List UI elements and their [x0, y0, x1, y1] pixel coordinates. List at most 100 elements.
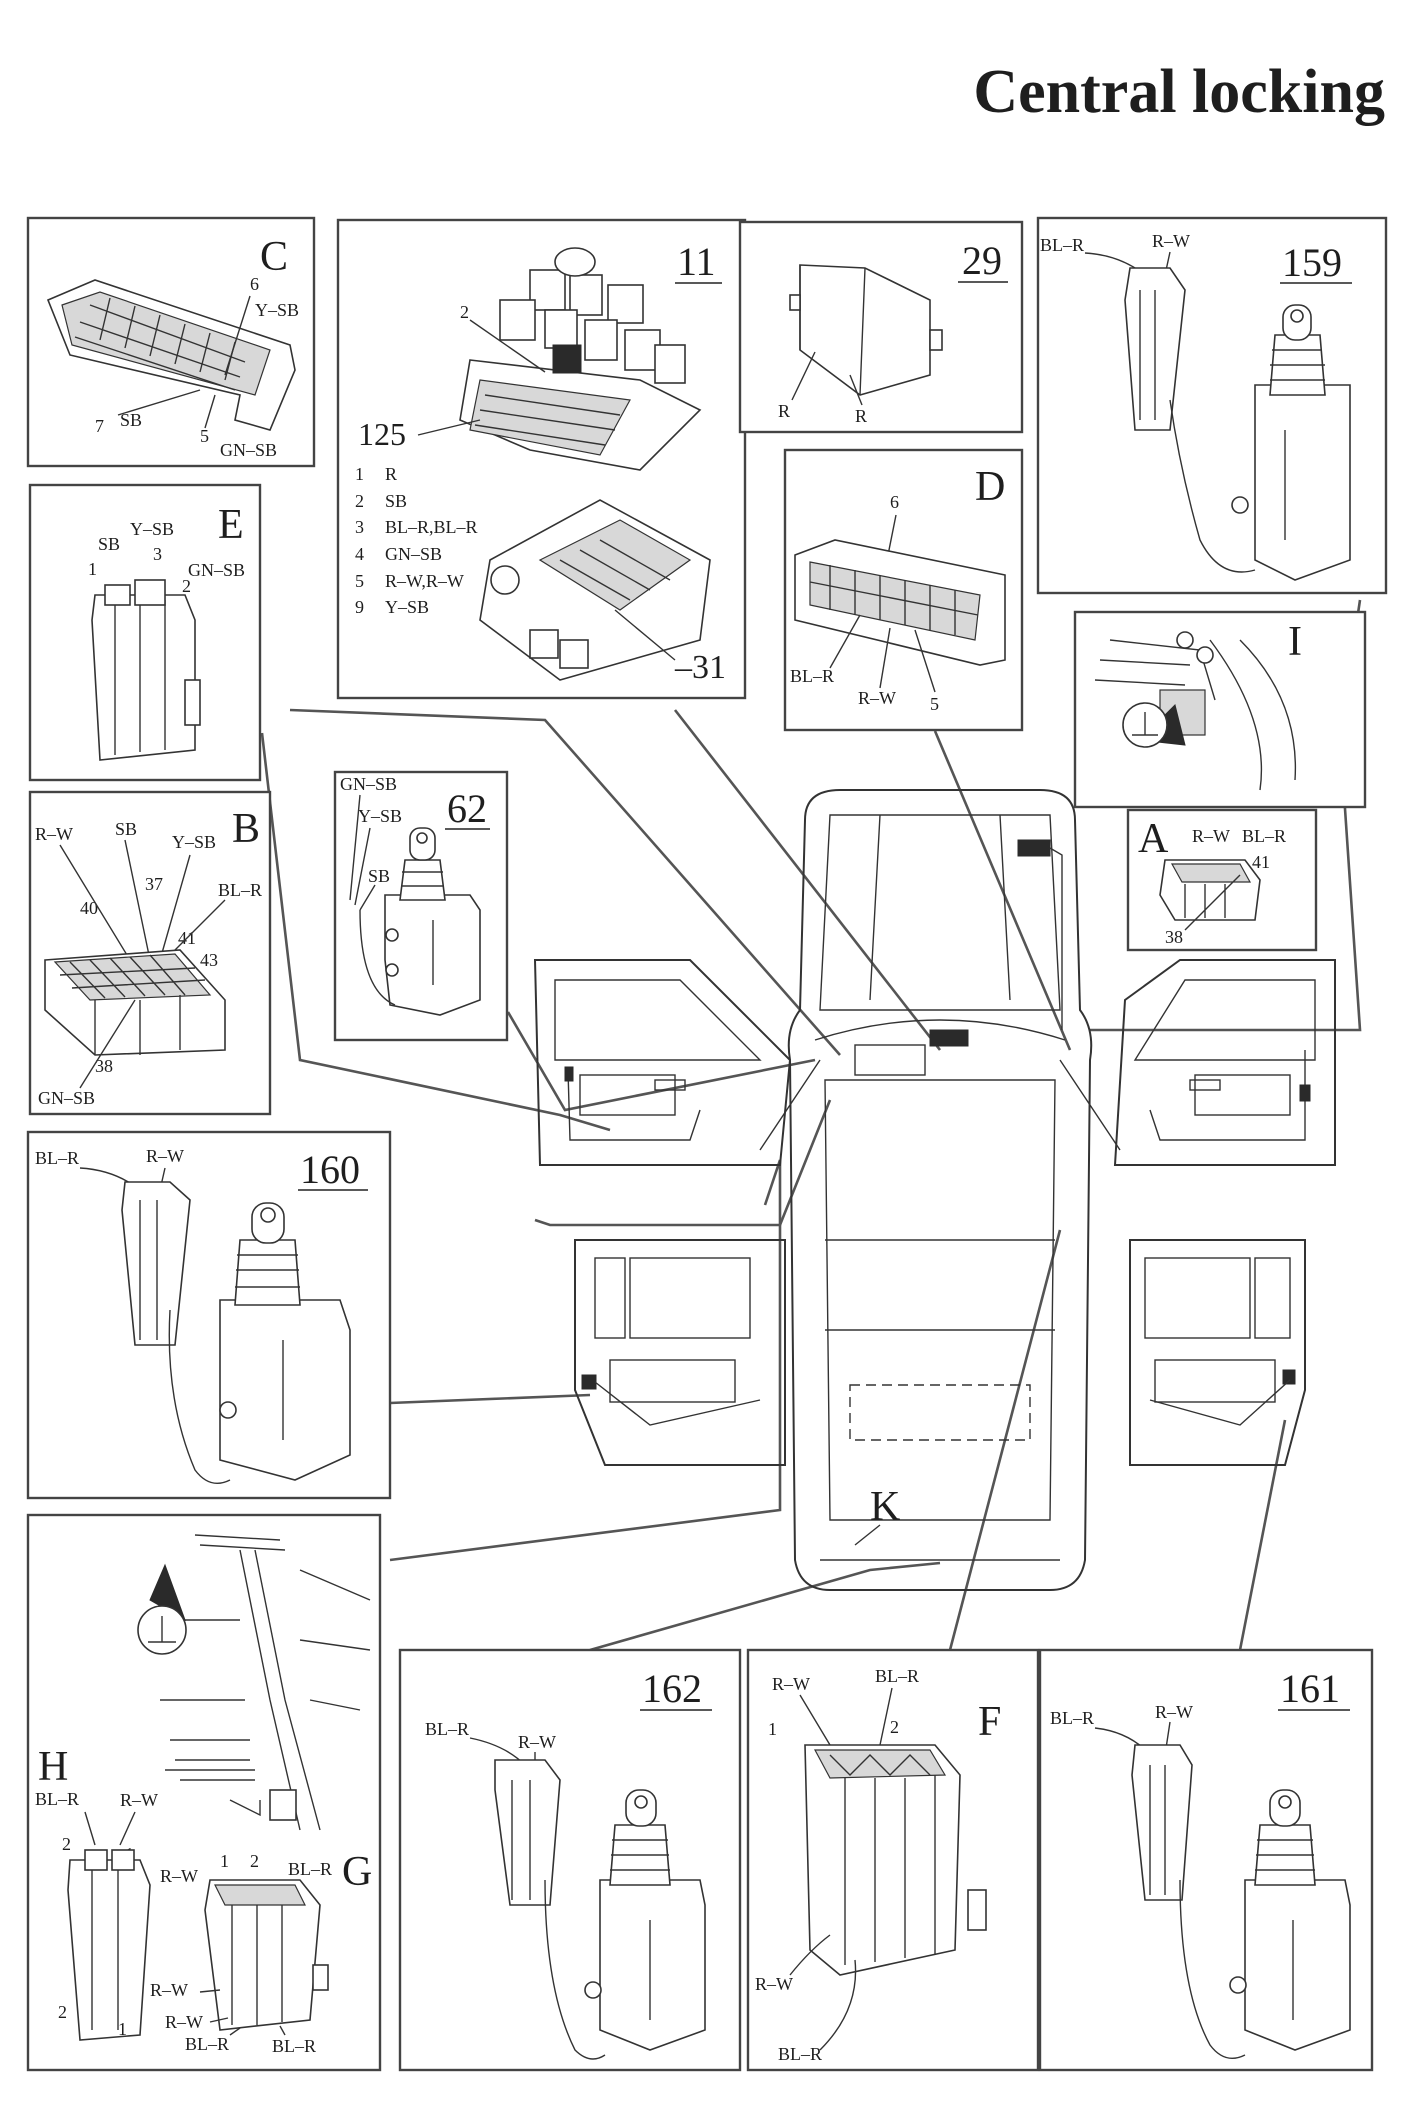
panel-H-letter: H	[38, 1744, 68, 1790]
panel-162: 162 BL–R R–W	[398, 1648, 742, 2072]
svg-text:SB: SB	[368, 866, 390, 886]
svg-text:R–W: R–W	[35, 824, 73, 844]
svg-text:5: 5	[355, 571, 364, 591]
body-panel-sketch	[149, 1534, 371, 1831]
svg-text:BL–R: BL–R	[778, 2044, 822, 2064]
svg-text:3: 3	[153, 544, 162, 564]
label-K: K	[870, 1484, 900, 1530]
svg-text:BL–R: BL–R	[1040, 235, 1084, 255]
page-title: Central locking	[973, 58, 1385, 126]
panel-29: 29 R R	[738, 220, 1024, 434]
svg-text:Y–SB: Y–SB	[385, 597, 429, 617]
svg-text:1: 1	[88, 559, 97, 579]
panel-C: C 6 Y–SB 7 SB 5 GN–SB	[26, 216, 316, 468]
svg-text:BL–R,BL–R: BL–R,BL–R	[385, 517, 478, 537]
panel-E-letter: E	[218, 502, 244, 548]
svg-text:1: 1	[118, 2019, 127, 2039]
panel-H-G: H BL–R R–W 2 1 2 1 G R–W 1 2 BL–R R–W R–…	[26, 1513, 382, 2072]
front-left-door	[533, 959, 792, 1166]
svg-text:37: 37	[145, 874, 163, 894]
panel-29-number: 29	[962, 238, 1002, 283]
svg-text:R–W: R–W	[755, 1974, 793, 1994]
svg-text:BL–R: BL–R	[218, 880, 262, 900]
panel-161-number: 161	[1280, 1666, 1340, 1711]
svg-text:2: 2	[355, 491, 364, 511]
panel-B: B R–W SB Y–SB 37 40 BL–R 41 43 38 GN–SB	[28, 790, 272, 1116]
panel-11-number: 11	[677, 239, 716, 284]
svg-text:40: 40	[80, 898, 98, 918]
actuator-icon	[121, 1181, 351, 1484]
svg-text:SB: SB	[98, 534, 120, 554]
svg-text:GN–SB: GN–SB	[188, 560, 245, 580]
svg-text:GN–SB: GN–SB	[38, 1088, 95, 1108]
svg-text:Y–SB: Y–SB	[255, 300, 299, 320]
panel-D-letter: D	[975, 464, 1005, 510]
svg-text:38: 38	[1165, 927, 1183, 947]
svg-text:BL–R: BL–R	[1050, 1708, 1094, 1728]
leader-lines	[260, 599, 1362, 1652]
svg-text:R–W: R–W	[146, 1146, 184, 1166]
svg-text:R: R	[855, 406, 867, 426]
svg-text:9: 9	[355, 597, 364, 617]
panel-161: 161 BL–R R–W	[1038, 1648, 1374, 2072]
svg-text:R–W: R–W	[772, 1674, 810, 1694]
connector-F-icon	[804, 1744, 987, 1976]
relay-box-icon	[459, 247, 702, 471]
panel-E: E Y–SB SB 3 1 GN–SB 2	[28, 483, 262, 782]
actuator-icon	[359, 827, 481, 1016]
svg-text:BL–R: BL–R	[425, 1719, 469, 1739]
control-module-marker	[929, 1029, 969, 1047]
control-unit-icon	[789, 264, 943, 396]
svg-text:1: 1	[768, 1719, 777, 1739]
svg-text:BL–R: BL–R	[288, 1859, 332, 1879]
svg-text:1: 1	[220, 1851, 229, 1871]
svg-text:6: 6	[250, 274, 259, 294]
svg-text:SB: SB	[385, 491, 407, 511]
svg-text:Y–SB: Y–SB	[172, 832, 216, 852]
svg-text:38: 38	[95, 1056, 113, 1076]
svg-text:Y–SB: Y–SB	[130, 519, 174, 539]
ground-symbol-icon	[137, 1605, 187, 1655]
connector-B-icon	[44, 949, 226, 1056]
svg-text:43: 43	[200, 950, 218, 970]
panel-159-number: 159	[1282, 240, 1342, 285]
panel-G-letter: G	[342, 1849, 372, 1895]
svg-text:2: 2	[62, 1834, 71, 1854]
panel-160: 160 BL–R R–W	[26, 1130, 392, 1500]
panel-A-letter: A	[1138, 816, 1169, 862]
svg-text:2: 2	[58, 2002, 67, 2022]
svg-text:2: 2	[460, 302, 469, 322]
svg-text:3: 3	[355, 517, 364, 537]
svg-text:5: 5	[930, 694, 939, 714]
connector-E-icon	[91, 579, 201, 761]
car-body-outline	[759, 789, 1121, 1591]
svg-text:41: 41	[1252, 852, 1270, 872]
fuse-board-icon	[479, 499, 711, 681]
svg-text:2: 2	[250, 1851, 259, 1871]
front-right-door	[1113, 959, 1336, 1166]
actuator-icon	[494, 1759, 706, 2060]
svg-text:BL–R: BL–R	[875, 1666, 919, 1686]
svg-text:R–W: R–W	[160, 1866, 198, 1886]
svg-text:2: 2	[182, 576, 191, 596]
panel-C-letter: C	[260, 234, 288, 280]
connector-D-icon	[794, 539, 1006, 666]
panel-62-number: 62	[447, 786, 487, 831]
svg-text:SB: SB	[115, 819, 137, 839]
svg-text:4: 4	[355, 544, 364, 564]
svg-text:BL–R: BL–R	[185, 2034, 229, 2054]
svg-text:GN–SB: GN–SB	[220, 440, 277, 460]
svg-text:5: 5	[200, 426, 209, 446]
svg-text:R–W: R–W	[518, 1732, 556, 1752]
svg-text:GN–SB: GN–SB	[340, 774, 397, 794]
svg-text:7: 7	[95, 416, 104, 436]
svg-text:R: R	[385, 464, 397, 484]
actuator-icon	[1124, 267, 1351, 581]
svg-text:6: 6	[890, 492, 899, 512]
svg-text:R–W: R–W	[120, 1790, 158, 1810]
svg-text:BL–R: BL–R	[35, 1789, 79, 1809]
svg-text:BL–R: BL–R	[790, 666, 834, 686]
